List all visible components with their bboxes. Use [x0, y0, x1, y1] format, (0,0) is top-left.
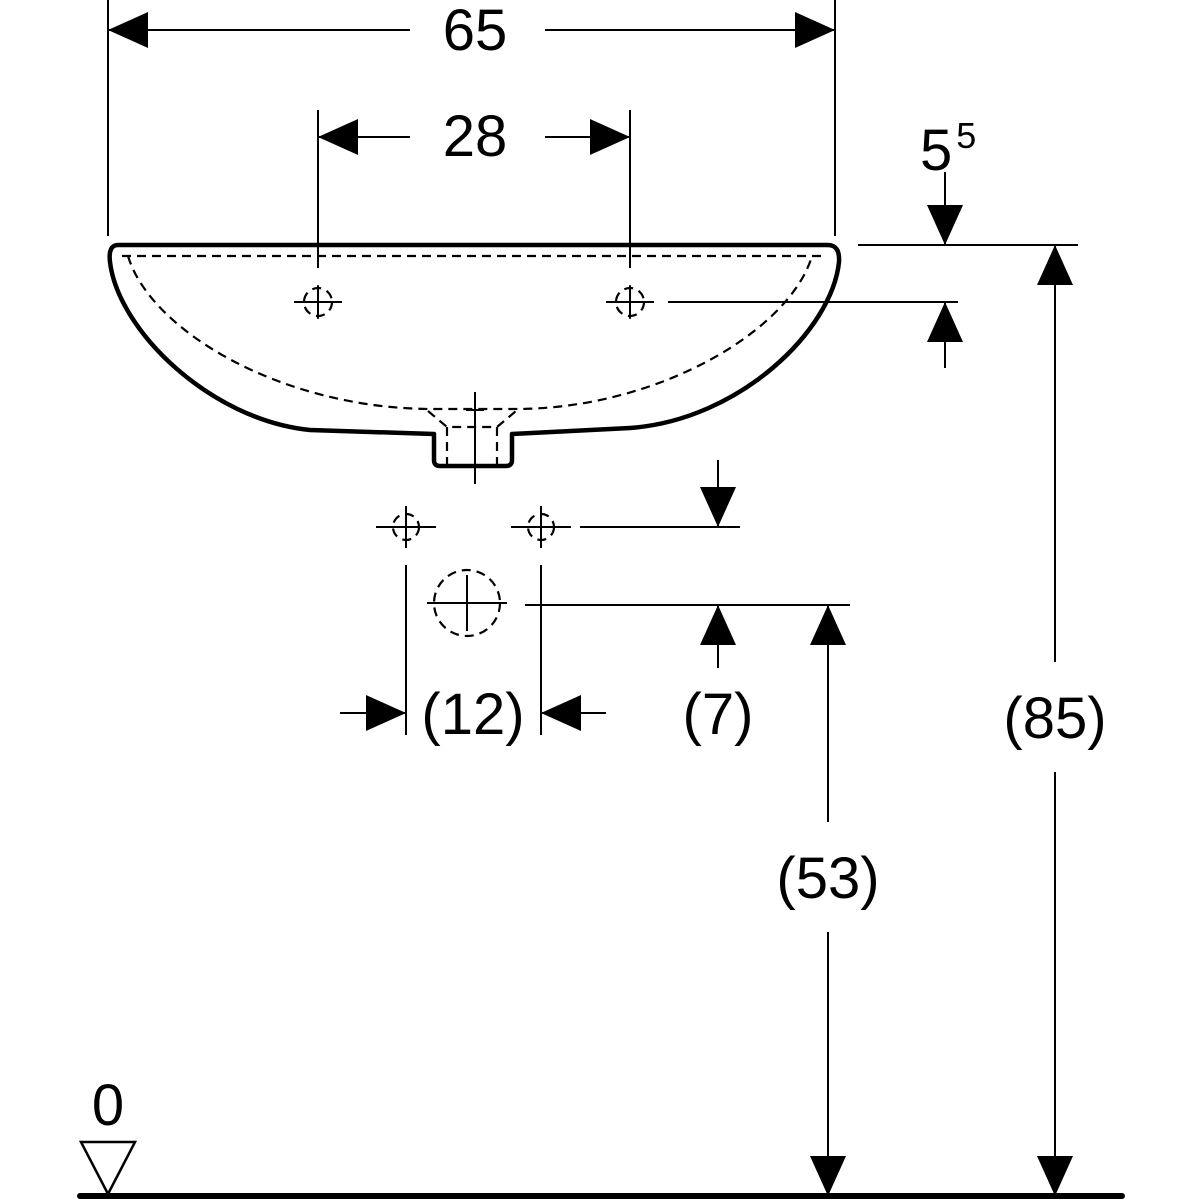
arrowhead-icon [810, 1156, 846, 1196]
arrowhead-icon [927, 302, 963, 342]
label-tap-hole-offset-sup: 5 [956, 115, 976, 156]
label-tap-hole-offset: 5 5 [920, 115, 976, 183]
label-tap-hole-spacing: 28 [443, 104, 508, 169]
tap-hole-left-icon [294, 285, 342, 319]
label-overall-width: 65 [443, 0, 508, 63]
arrowhead-icon [1037, 245, 1073, 285]
label-waste-height: (53) [776, 846, 879, 911]
arrowhead-icon [810, 605, 846, 645]
arrowhead-icon [590, 119, 630, 155]
arrowhead-icon [541, 695, 581, 731]
arrowhead-icon [795, 12, 835, 48]
floor [77, 1140, 1125, 1199]
arrowhead-icon [700, 605, 736, 645]
arrowhead-icon [366, 695, 406, 731]
drain-hidden [427, 410, 517, 466]
label-supply-offset: (7) [683, 682, 754, 747]
arrowhead-icon [927, 205, 963, 245]
floor-level-triangle-icon [78, 1140, 138, 1197]
holes [294, 285, 654, 638]
arrowhead-icon [318, 119, 358, 155]
basin [107, 242, 842, 484]
label-rim-height: (85) [1003, 686, 1106, 751]
label-supply-spacing: (12) [421, 682, 524, 747]
arrowhead-icon [700, 487, 736, 527]
arrowhead-icon [108, 12, 148, 48]
label-tap-hole-offset-main: 5 [920, 118, 952, 183]
arrowhead-icon [1037, 1156, 1073, 1196]
supply-left-icon [376, 506, 436, 548]
tap-hole-right-icon [606, 285, 654, 319]
arrowheads [108, 12, 1073, 1196]
extension-lines [107, 0, 1078, 735]
label-floor-level: 0 [92, 1073, 124, 1138]
dimension-lines [108, 29, 1056, 1196]
basin-bowl-hidden [122, 254, 822, 411]
labels: 65 28 5 5 (12) (7) (53) (85) 0 [92, 0, 1107, 1138]
waste-connection-icon [427, 568, 507, 638]
basin-outline [107, 242, 842, 469]
supply-right-icon [511, 506, 571, 548]
